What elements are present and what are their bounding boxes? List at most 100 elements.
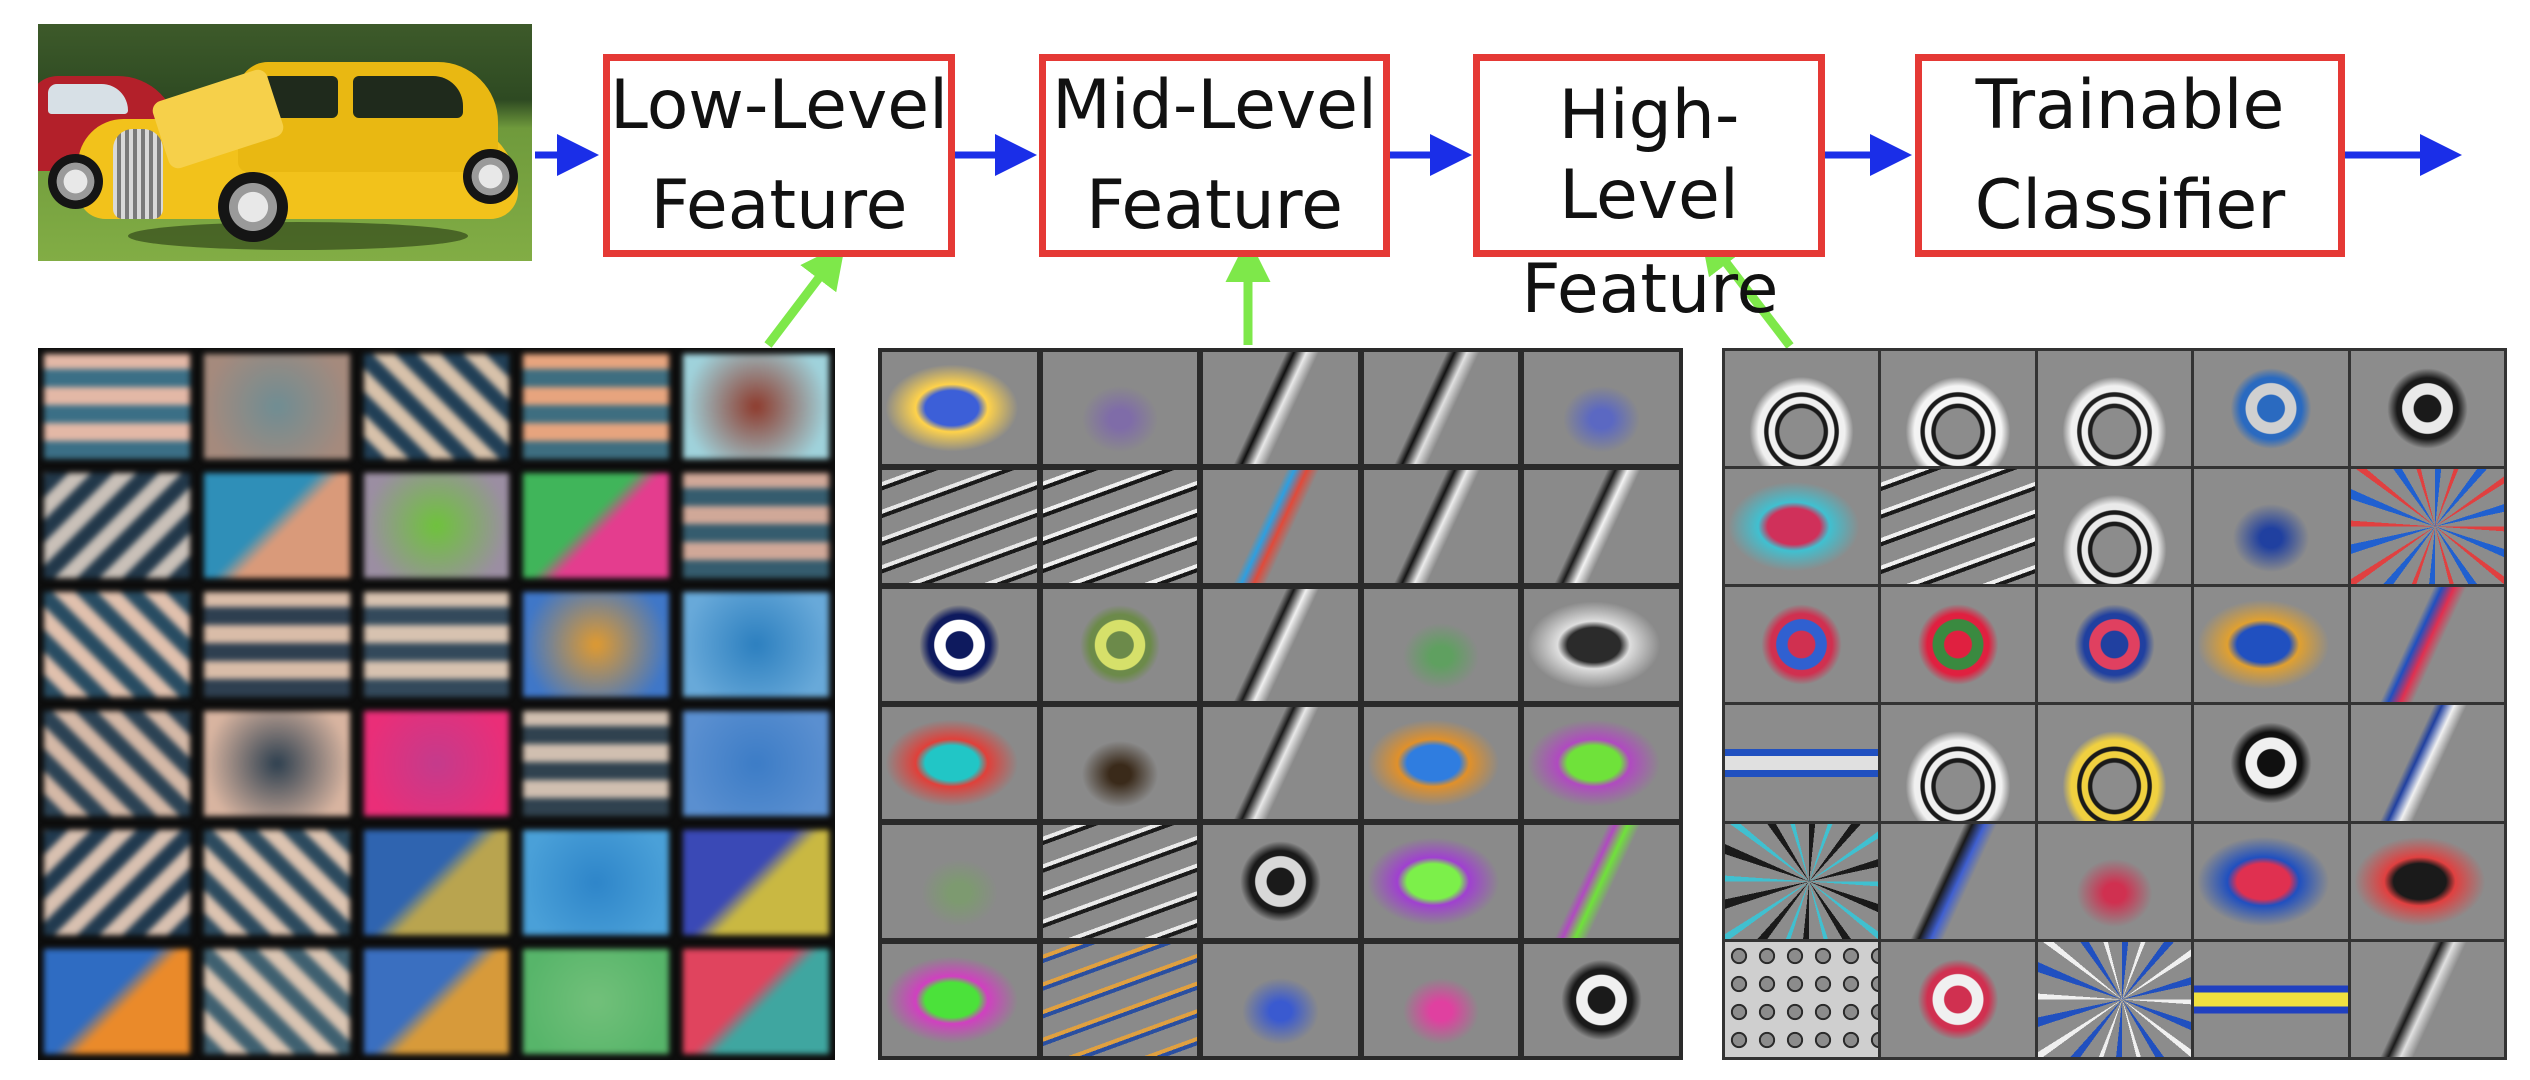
mid-level-filter-cell [1203, 825, 1358, 938]
mid-level-feature-label: Mid-Level Feature [1052, 65, 1377, 245]
high-level-feature-label: High-Level [1558, 75, 1740, 235]
mid-level-filter-cell [1524, 470, 1679, 583]
mid-level-filter-cell [1203, 588, 1358, 701]
mid-level-feature-box: Mid-Level Feature [1039, 54, 1390, 257]
high-level-filter-grid [1722, 348, 2507, 1060]
low-level-filter-cell [203, 592, 350, 697]
mid-level-filter-cell [1524, 588, 1679, 701]
mid-level-filter-cell [1363, 825, 1519, 938]
low-level-filter-grid [38, 348, 835, 1060]
low-level-filter-cell [683, 949, 829, 1054]
high-level-filter-cell [2037, 469, 2192, 585]
low-level-filter-cell [44, 830, 190, 935]
mid-level-filter-cell [1042, 707, 1198, 820]
mid-level-filter-cell [1042, 352, 1198, 465]
low-level-filter-cell [523, 949, 670, 1054]
high-level-feature-overflow-label: Feature [1521, 250, 1779, 329]
low-level-filter-cell [203, 711, 350, 816]
high-level-filter-cell [1725, 705, 1879, 821]
low-level-filter-cell [683, 473, 829, 578]
mid-level-filter-cell [1363, 588, 1519, 701]
low-level-filter-cell [363, 592, 510, 697]
low-level-filter-cell [683, 592, 829, 697]
mid-level-filter-cell [1042, 588, 1198, 701]
low-level-filter-cell [683, 830, 829, 935]
high-level-filter-cell [1881, 587, 2035, 703]
high-level-filter-cell [1725, 941, 1879, 1057]
low-level-filter-cell [683, 711, 829, 816]
pointer-arrow-low [764, 242, 846, 348]
low-level-filter-cell [363, 711, 510, 816]
mid-level-filter-cell [1042, 943, 1198, 1056]
mid-level-filter-cell [1363, 943, 1519, 1056]
mid-level-filter-cell [1524, 943, 1679, 1056]
low-level-filter-cell [523, 711, 670, 816]
high-level-filter-cell [2037, 587, 2192, 703]
high-level-feature-box: High-Level [1473, 54, 1825, 257]
high-level-filter-cell [2350, 705, 2504, 821]
low-level-filter-cell [203, 473, 350, 578]
high-level-filter-cell [2194, 351, 2348, 467]
low-level-filter-cell [363, 473, 510, 578]
low-level-filter-cell [44, 711, 190, 816]
high-level-filter-cell [1881, 941, 2035, 1057]
mid-level-filter-cell [882, 825, 1037, 938]
high-level-filter-cell [2350, 587, 2504, 703]
high-level-filter-cell [2037, 705, 2192, 821]
high-level-filter-cell [1725, 351, 1879, 467]
low-level-filter-cell [44, 473, 190, 578]
low-level-filter-cell [683, 354, 829, 459]
high-level-filter-cell [2037, 941, 2192, 1057]
mid-level-filter-cell [1203, 707, 1358, 820]
mid-level-filter-grid [878, 348, 1683, 1060]
trainable-classifier-box: Trainable Classifier [1915, 54, 2345, 257]
high-level-filter-cell [2350, 469, 2504, 585]
mid-level-filter-cell [882, 588, 1037, 701]
mid-level-filter-cell [1203, 352, 1358, 465]
low-level-filter-cell [44, 949, 190, 1054]
low-level-filter-cell [203, 949, 350, 1054]
low-level-filter-cell [523, 473, 670, 578]
high-level-filter-cell [2037, 823, 2192, 939]
low-level-filter-cell [523, 830, 670, 935]
high-level-filter-cell [2350, 941, 2504, 1057]
mid-level-filter-cell [1363, 707, 1519, 820]
input-car-photo [38, 24, 532, 261]
high-level-filter-cell [2194, 823, 2348, 939]
mid-level-filter-cell [882, 707, 1037, 820]
low-level-filter-cell [44, 592, 190, 697]
high-level-filter-cell [2194, 587, 2348, 703]
mid-level-filter-cell [1042, 825, 1198, 938]
mid-level-filter-cell [882, 470, 1037, 583]
high-level-filter-cell [2194, 469, 2348, 585]
low-level-feature-label: Low-Level Feature [610, 65, 948, 245]
low-level-filter-cell [523, 354, 670, 459]
mid-level-filter-cell [1042, 470, 1198, 583]
mid-level-filter-cell [1524, 707, 1679, 820]
low-level-filter-cell [363, 354, 510, 459]
low-level-filter-cell [523, 592, 670, 697]
trainable-classifier-label: Trainable Classifier [1974, 65, 2286, 245]
low-level-filter-cell [363, 830, 510, 935]
high-level-filter-cell [2350, 823, 2504, 939]
high-level-filter-cell [1725, 587, 1879, 703]
high-level-filter-cell [2194, 941, 2348, 1057]
high-level-filter-cell [1725, 823, 1879, 939]
mid-level-filter-cell [1203, 943, 1358, 1056]
high-level-filter-cell [2194, 705, 2348, 821]
low-level-filter-cell [203, 830, 350, 935]
high-level-filter-cell [2037, 351, 2192, 467]
mid-level-filter-cell [1363, 470, 1519, 583]
low-level-filter-cell [203, 354, 350, 459]
high-level-filter-cell [1881, 705, 2035, 821]
mid-level-filter-cell [1524, 352, 1679, 465]
high-level-filter-cell [1881, 351, 2035, 467]
low-level-filter-cell [44, 354, 190, 459]
high-level-filter-cell [1725, 469, 1879, 585]
high-level-filter-cell [1881, 469, 2035, 585]
mid-level-filter-cell [1363, 352, 1519, 465]
mid-level-filter-cell [882, 943, 1037, 1056]
mid-level-filter-cell [882, 352, 1037, 465]
mid-level-filter-cell [1524, 825, 1679, 938]
